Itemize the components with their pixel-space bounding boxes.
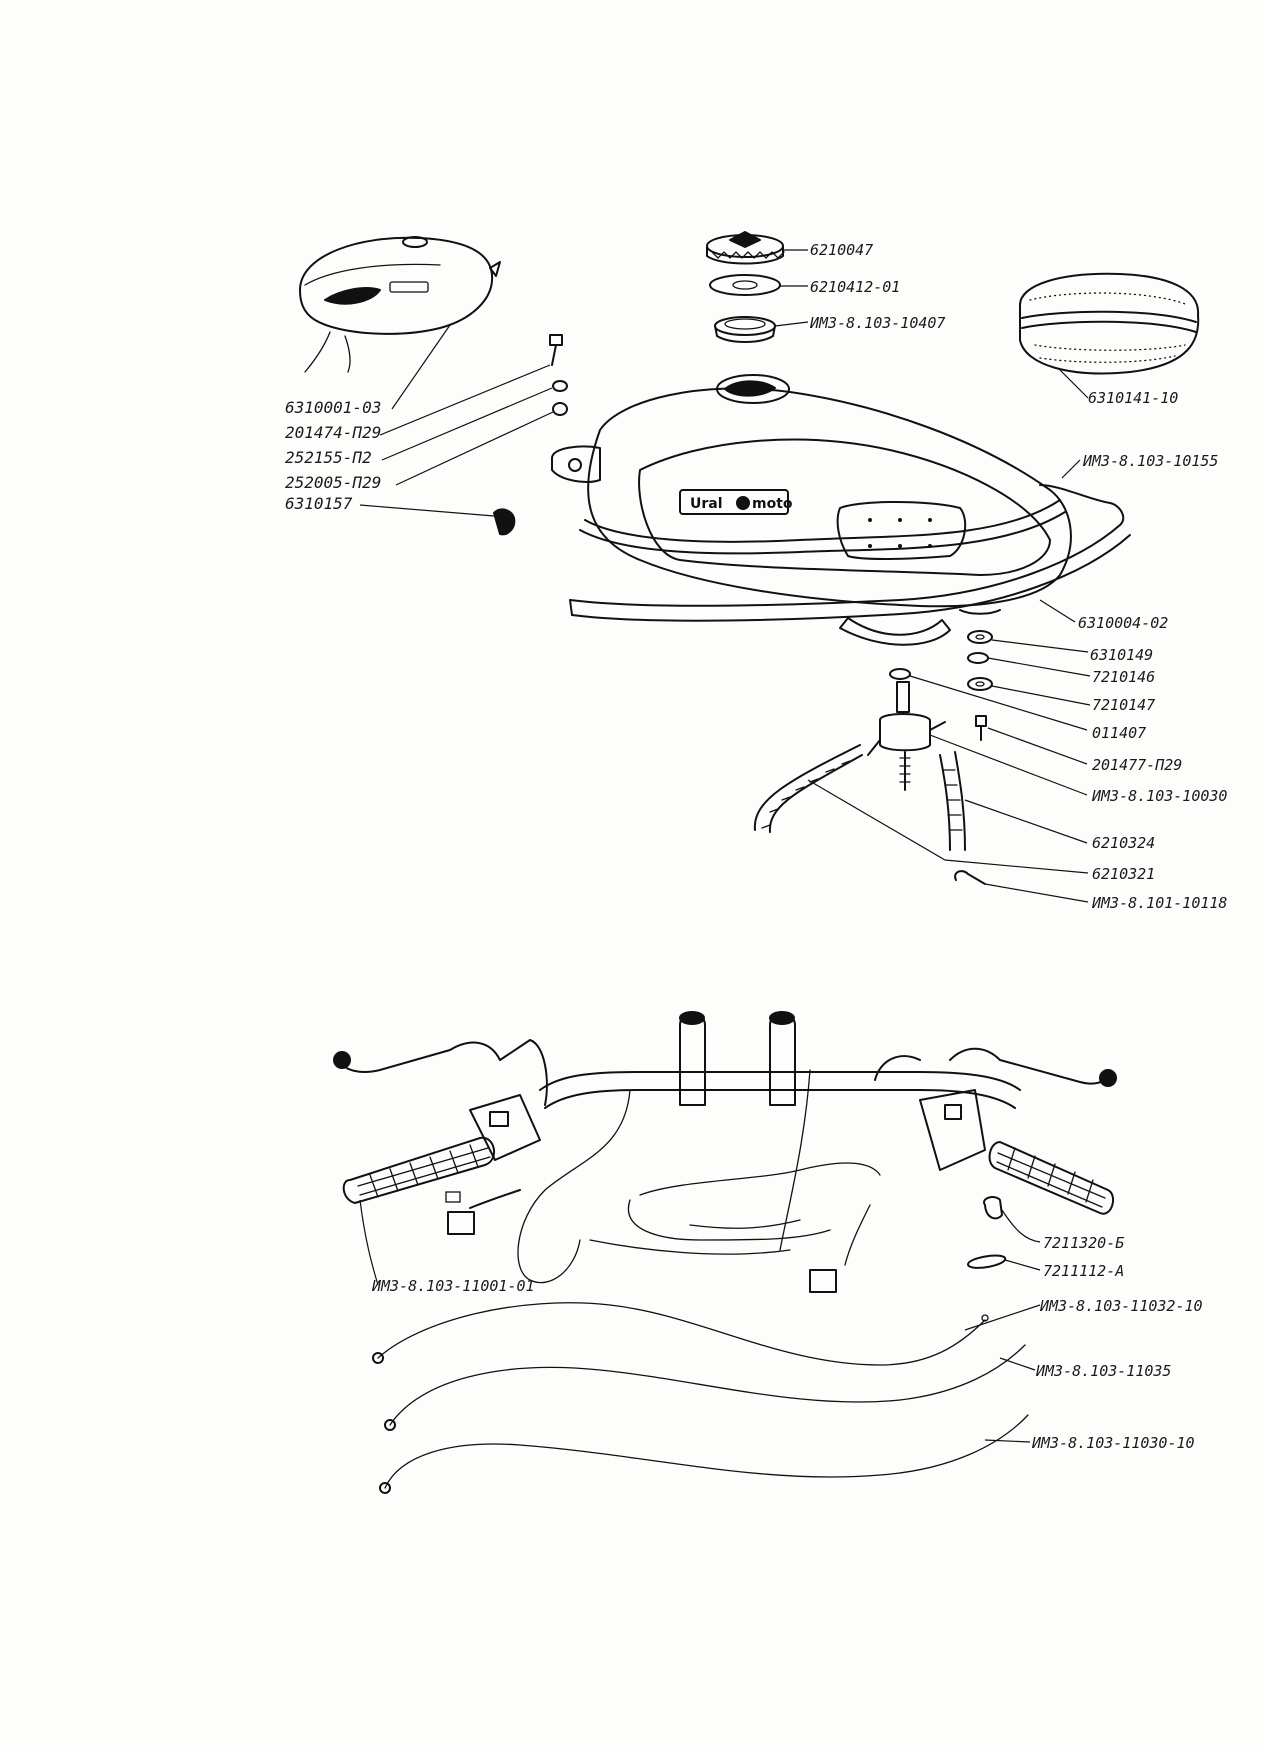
- rubber-washer-drawing: [967, 652, 989, 664]
- label-tank-variant: 6310001-03: [285, 398, 381, 417]
- cushion-strip-drawing: [839, 617, 951, 646]
- cable-2-drawing: [384, 1344, 1026, 1431]
- label-cap-gasket: 6210412-01: [810, 278, 900, 296]
- cable-1-drawing: [372, 1302, 989, 1366]
- cable-3-drawing: [379, 1414, 1029, 1494]
- top-labels: 6210047 6210412-01 ИМЗ-8.103-10407 63101…: [285, 241, 1227, 912]
- label-cap: 6210047: [810, 241, 873, 259]
- label-hose-short: 6210324: [1092, 834, 1155, 852]
- tap-screw-drawing: [975, 715, 987, 741]
- label-cushion: 6310149: [1090, 646, 1153, 664]
- label-cable-3: ИМЗ-8.103-11030-10: [1031, 1434, 1195, 1452]
- label-cap-neck: ИМЗ-8.103-10407: [809, 314, 945, 332]
- cap-gasket-drawing: [709, 274, 781, 296]
- bracket-drawing: [983, 1196, 1003, 1220]
- label-flat-washer: 7210147: [1092, 696, 1155, 714]
- label-cable-1: ИМЗ-8.103-11032-10: [1039, 1297, 1203, 1315]
- label-clip: ИМЗ-8.101-10118: [1091, 894, 1227, 912]
- hose-long-drawing: [753, 744, 863, 833]
- label-hose-long: 6210321: [1092, 865, 1155, 883]
- label-tap-screw: 201477-П29: [1092, 756, 1182, 774]
- fuel-tap-drawing: [867, 681, 946, 791]
- kneepad-drawing: [1019, 272, 1200, 375]
- washer-drawing: [552, 380, 568, 392]
- label-washer: 252155-П2: [285, 448, 372, 467]
- svg-text:moto: moto: [752, 496, 793, 512]
- label-tank: 6310004-02: [1078, 614, 1168, 632]
- label-handlebar: ИМЗ-8.103-11001-01: [371, 1277, 535, 1295]
- label-cover: 7211112-А: [1043, 1262, 1124, 1280]
- label-spring-washer: 252005-П29: [285, 473, 381, 492]
- handlebar-drawing: [333, 1011, 1117, 1215]
- label-emblem: 6310157: [285, 494, 353, 513]
- svg-text:Ural: Ural: [690, 496, 723, 512]
- label-rim-trim: ИМЗ-8.103-10155: [1082, 452, 1218, 470]
- bolt-drawing: [549, 334, 563, 366]
- label-fuel-tap: ИМЗ-8.103-10030: [1091, 787, 1227, 805]
- bottom-labels: 7211320-Б 7211112-А ИМЗ-8.103-11001-01 И…: [371, 1234, 1203, 1452]
- seal-ring-drawing: [889, 668, 911, 680]
- clip-drawing: [954, 870, 986, 885]
- fuel-tank-drawing: [551, 374, 1131, 622]
- label-bolt: 201474-П29: [285, 423, 381, 442]
- cover-drawing: [967, 1254, 1006, 1269]
- brand-plate-text: Ural moto: [690, 496, 793, 512]
- cap-drawing: [706, 231, 785, 265]
- label-seal-ring: 011407: [1092, 724, 1146, 742]
- cap-neck-drawing: [714, 316, 776, 343]
- leader-tank-variant: [391, 324, 451, 410]
- label-rubber-washer: 7210146: [1092, 668, 1155, 686]
- wiring-harness-drawing: [445, 1069, 881, 1293]
- label-bracket: 7211320-Б: [1043, 1234, 1124, 1252]
- cushion-drawing: [967, 630, 993, 644]
- label-cable-2: ИМЗ-8.103-11035: [1035, 1362, 1171, 1380]
- label-kneepad: 6310141-10: [1088, 389, 1178, 407]
- hose-short-drawing: [939, 751, 966, 851]
- tank-variant-drawing: [299, 236, 501, 373]
- flat-washer-drawing: [967, 677, 993, 691]
- spring-washer-drawing: [552, 402, 568, 416]
- emblem-drawing: [493, 508, 516, 536]
